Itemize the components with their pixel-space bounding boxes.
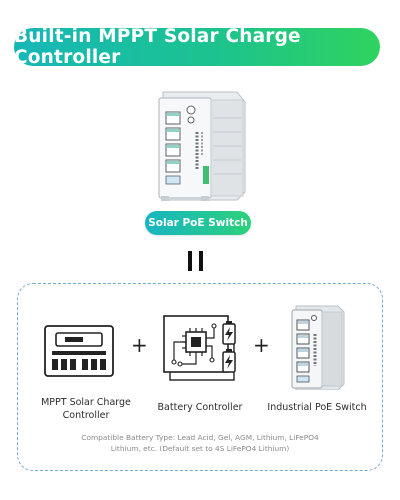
components-box xyxy=(17,283,383,471)
product-badge: Solar PoE Switch xyxy=(145,211,251,235)
page-title: Built-in MPPT Solar Charge Controller xyxy=(14,26,301,68)
compatible-battery-note: Compatible Battery Type: Lead Acid, Gel,… xyxy=(81,433,319,453)
battery-controller-label: Battery Controller xyxy=(157,402,243,413)
product-badge-label: Solar PoE Switch xyxy=(148,217,248,229)
plus-icon: + xyxy=(253,333,270,357)
solar-poe-switch-image xyxy=(158,91,246,201)
poe-switch-label: Industrial PoE Switch xyxy=(267,402,367,413)
mppt-label: MPPT Solar Charge Controller xyxy=(41,397,131,421)
mppt-controller-icon xyxy=(44,325,114,377)
battery-controller-icon xyxy=(163,315,236,381)
title-banner: Built-in MPPT Solar Charge Controller xyxy=(14,26,380,68)
plus-icon: + xyxy=(131,333,148,357)
industrial-poe-switch-icon xyxy=(291,305,345,390)
